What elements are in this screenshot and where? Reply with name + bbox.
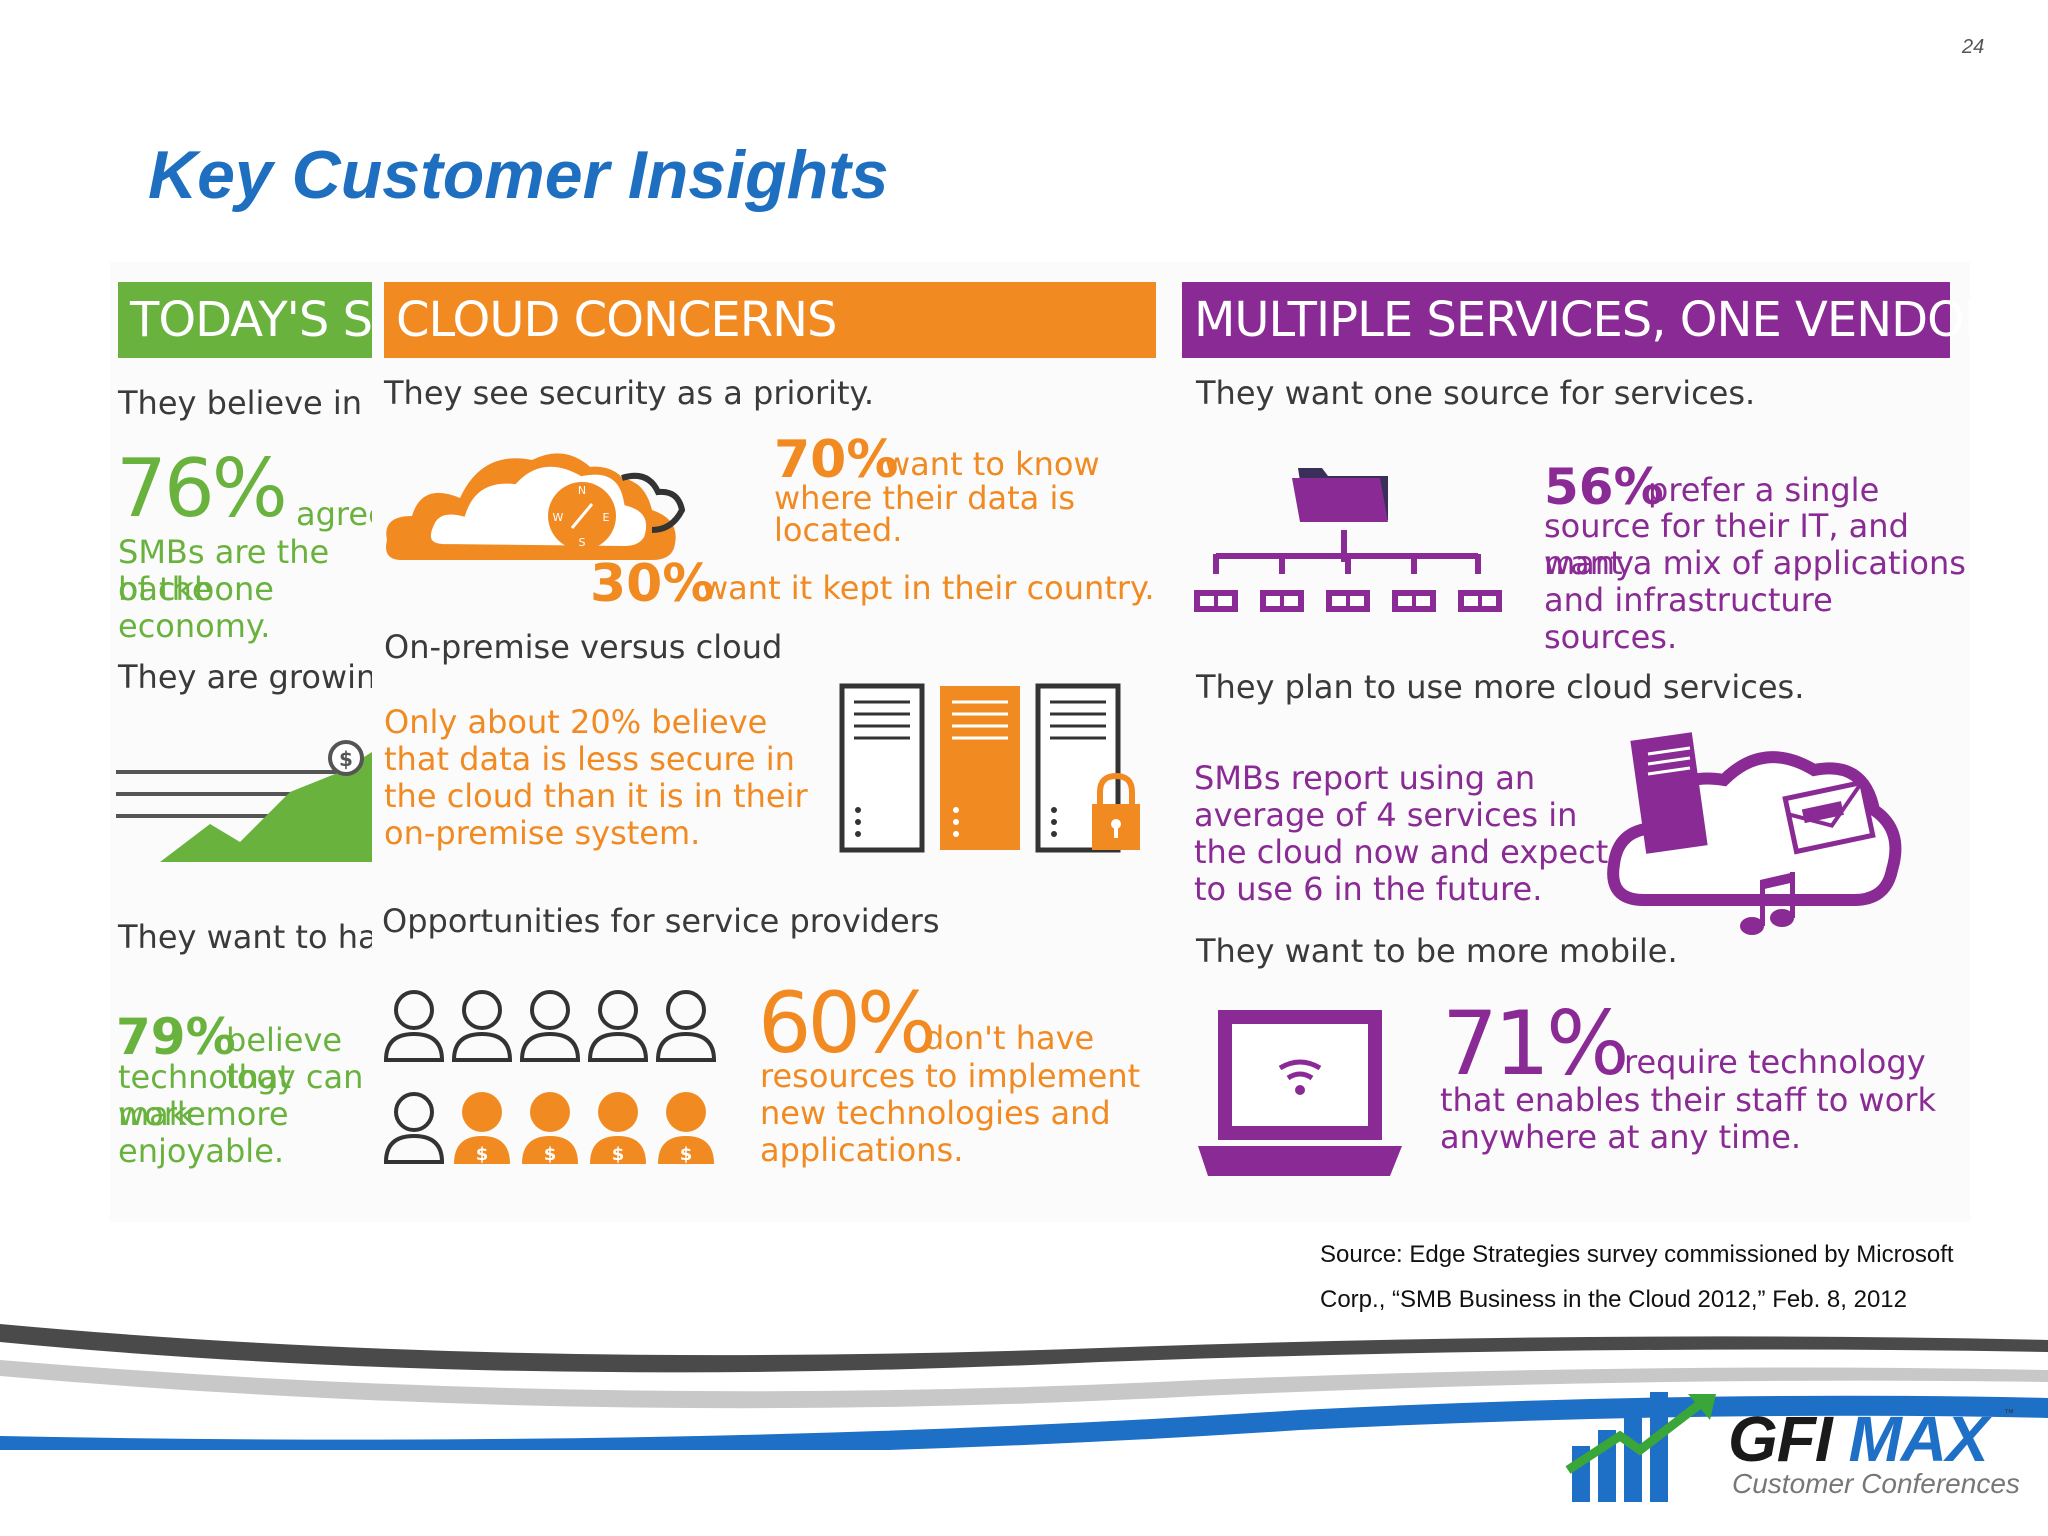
stat-56-text3: want a mix of applications <box>1544 544 1966 582</box>
onprem-line4: on-premise system. <box>384 814 701 852</box>
growing-heading: They are growing. <box>118 658 372 696</box>
logo-gfi: GFI <box>1728 1403 1833 1475</box>
one-vendor-section: MULTIPLE SERVICES, ONE VENDOR They want … <box>1182 262 1970 1222</box>
stat-79-percent: 79% <box>116 1008 236 1066</box>
svg-text:$: $ <box>612 1144 625 1165</box>
stat-60-text3: new technologies and <box>760 1094 1111 1132</box>
cloud-line2: average of 4 services in <box>1194 796 1578 834</box>
stat-70-percent: 70% <box>774 430 899 490</box>
stat-70-text2: where their data is <box>774 479 1075 517</box>
opportunities-heading: Opportunities for service providers <box>382 902 940 940</box>
cloud-services-heading: They plan to use more cloud services. <box>1196 668 1805 706</box>
compass-s-label: S <box>579 536 586 549</box>
gfi-bars-icon <box>1565 1392 1716 1502</box>
people-icons: $ $ $ $ <box>383 990 717 1165</box>
logo-trademark: ™ <box>2004 1408 2014 1419</box>
stat-56-text4: and infrastructure sources. <box>1544 581 1833 656</box>
smb-banner: TODAY'S SMBs <box>118 282 372 358</box>
stat-56-percent: 56% <box>1544 458 1664 516</box>
infographic: TODAY'S SMBs They believe in their impor… <box>110 262 1970 1222</box>
stat-30-percent: 30% <box>590 554 715 614</box>
stat-60-text1: don't have <box>924 1019 1095 1057</box>
laptop-wifi-icon <box>1198 1010 1402 1176</box>
stat-71-percent: 71% <box>1442 992 1630 1095</box>
source-line2: Corp., “SMB Business in the Cloud 2012,”… <box>1320 1286 1907 1313</box>
growth-chart-icon: $ <box>116 740 372 862</box>
stat-60-text2: resources to implement <box>760 1057 1141 1095</box>
svg-text:$: $ <box>476 1144 489 1165</box>
stat-76-line2: SMBs are the backbone <box>118 533 330 608</box>
source-line1: Source: Edge Strategies survey commissio… <box>1320 1241 1954 1268</box>
svg-text:$: $ <box>544 1144 557 1165</box>
logo-subtitle: Customer Conferences <box>1732 1468 2020 1499</box>
logo-wordmark: GFI MAX <box>1728 1402 1989 1476</box>
stat-70-text1: want to know <box>884 445 1100 483</box>
onprem-line2: that data is less secure in <box>384 740 795 778</box>
stat-56-text1: prefer a single <box>1648 471 1880 509</box>
cloud-concerns-banner: CLOUD CONCERNS <box>384 282 1156 358</box>
source-citation: Source: Edge Strategies survey commissio… <box>1320 1232 1954 1322</box>
stat-30-text: want it kept in their country. <box>702 569 1155 607</box>
logo-max: MAX <box>1848 1403 1988 1475</box>
svg-text:$: $ <box>339 747 353 771</box>
stat-79-line3: work more enjoyable. <box>118 1095 289 1170</box>
onprem-line3: the cloud than it is in their <box>384 777 808 815</box>
cloud-compass-icon: N W E S <box>386 453 686 560</box>
stat-71-text1: require technology <box>1624 1043 1926 1081</box>
compass-n-label: N <box>578 484 586 497</box>
security-heading: They see security as a priority. <box>384 374 875 412</box>
stat-60-percent: 60% <box>758 974 937 1072</box>
one-vendor-banner: MULTIPLE SERVICES, ONE VENDOR <box>1182 282 1970 358</box>
stat-71-text3: anywhere at any time. <box>1440 1118 1802 1156</box>
onprem-heading: On-premise versus cloud <box>384 628 783 666</box>
page-number: 24 <box>1962 36 1985 58</box>
stat-76-line3: of the economy. <box>118 570 271 645</box>
fun-heading: They want to have fun. <box>118 918 372 956</box>
cloud-concerns-section: CLOUD CONCERNS They see security as a pr… <box>372 262 1162 1222</box>
stat-76-percent: 76% <box>116 442 288 535</box>
compass-w-label: W <box>553 511 564 524</box>
stat-71-text2: that enables their staff to work <box>1440 1081 1936 1119</box>
cloud-services-icon <box>1607 732 1902 935</box>
stat-56-text2: source for their IT, and many <box>1544 507 1909 582</box>
smb-section: TODAY'S SMBs They believe in their impor… <box>110 262 372 1222</box>
mobile-heading: They want to be more mobile. <box>1196 932 1678 970</box>
stat-79-suffix: believe that <box>226 1021 343 1096</box>
slide-title: Key Customer Insights <box>148 137 889 213</box>
cloud-line1: SMBs report using an <box>1194 759 1536 797</box>
cloud-line3: the cloud now and expect <box>1194 833 1609 871</box>
one-source-heading: They want one source for services. <box>1196 374 1756 412</box>
servers-lock-icon <box>839 683 1140 853</box>
svg-text:$: $ <box>680 1144 693 1165</box>
stat-70-text3: located. <box>774 511 903 549</box>
stat-76-suffix: agree <box>296 495 372 533</box>
stat-60-text4: applications. <box>760 1131 964 1169</box>
decorative-swoosh <box>0 1324 2048 1450</box>
cloud-line4: to use 6 in the future. <box>1194 870 1543 908</box>
onprem-line1: Only about 20% believe <box>384 703 768 741</box>
compass-e-label: E <box>603 511 610 524</box>
hierarchy-folder-icon <box>1194 468 1502 612</box>
stat-79-line2: technology can make <box>118 1058 364 1133</box>
importance-heading: They believe in their importance. <box>118 384 372 422</box>
